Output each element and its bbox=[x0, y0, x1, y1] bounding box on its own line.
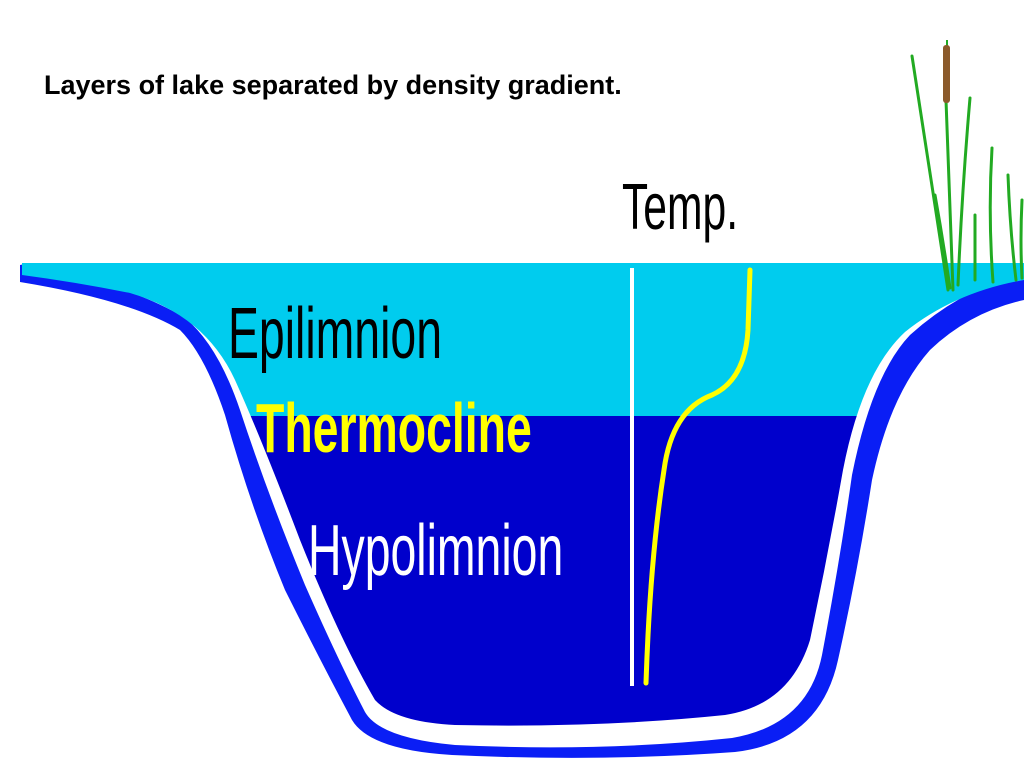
temperature-axis bbox=[630, 268, 634, 686]
slide-title: Layers of lake separated by density grad… bbox=[44, 70, 622, 100]
reeds-icon bbox=[910, 54, 1024, 292]
temp-label: Temp. bbox=[622, 170, 738, 243]
thermocline-label: Thermocline bbox=[256, 388, 532, 467]
epilimnion-label: Epilimnion bbox=[228, 292, 442, 373]
cattail-icon bbox=[943, 40, 950, 103]
temperature-profile-curve bbox=[643, 267, 753, 686]
hypolimnion-label: Hypolimnion bbox=[308, 509, 563, 590]
